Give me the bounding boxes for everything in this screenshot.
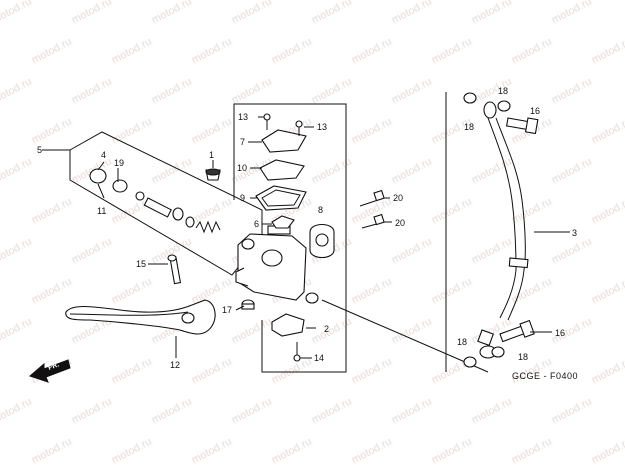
brake-hose [477,101,529,359]
callout-19: 19 [114,158,124,168]
callout-9: 9 [240,193,245,203]
callout-18a: 18 [464,122,474,132]
callout-6: 6 [254,219,259,229]
callout-20a: 20 [393,193,403,203]
callout-18b: 18 [498,86,508,96]
callout-17: 17 [222,305,232,315]
holder-8 [309,223,335,259]
plate-6 [271,215,295,229]
callout-15: 15 [136,259,146,269]
callout-numbers: 1 2 3 4 5 6 7 8 9 10 11 12 13 13 14 15 1… [37,86,577,370]
callout-11: 11 [97,206,106,216]
cap-group-outline [233,103,347,373]
leader-line [321,299,489,373]
diagram-code: GCGE - F0400 [512,371,578,381]
callout-18c: 18 [457,337,467,347]
master-cylinder-body [235,225,319,304]
piston-set [89,168,221,234]
callout-4: 4 [101,150,106,160]
boot-1 [205,168,221,181]
bolts-20 [359,189,385,229]
callout-12: 12 [170,360,180,370]
callout-5: 5 [37,145,42,155]
callout-14: 14 [314,353,324,363]
callout-13a: 13 [238,112,248,122]
reservoir-cap-stack [255,113,307,211]
callout-8: 8 [318,205,323,215]
banjo-bolt-lower [463,319,535,368]
pivot-nut [241,299,255,310]
callout-16b: 16 [555,328,565,338]
pivot-bolt [167,254,182,285]
callout-20b: 20 [395,218,405,228]
brake-lever [65,299,216,335]
direction-label: FR. [47,361,60,371]
switch-2 [271,313,305,362]
callout-7: 7 [240,137,245,147]
callout-10: 10 [237,163,247,173]
callout-2: 2 [324,324,329,334]
callout-16a: 16 [530,106,540,116]
callout-13b: 13 [317,122,327,132]
callout-1: 1 [209,150,214,160]
callout-3: 3 [572,228,577,238]
callout-18d: 18 [518,352,528,362]
front-direction-arrow: FR. [29,359,71,383]
banjo-bolt-upper [463,92,539,135]
callout-leaders [97,116,570,359]
